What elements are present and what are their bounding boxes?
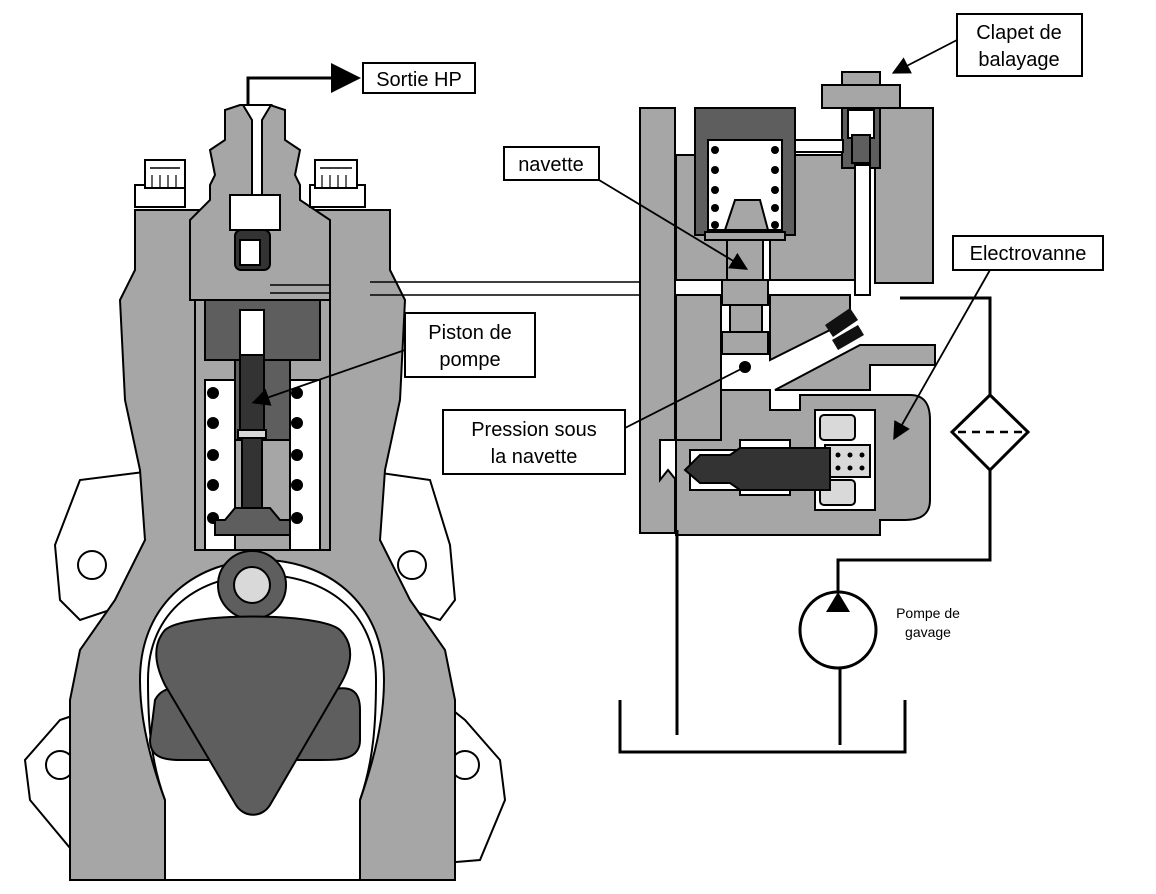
label-piston-line2: pompe [439,349,500,371]
cam [155,615,352,816]
upper-right-block [874,107,934,284]
label-electrovanne: Electrovanne [970,243,1087,265]
label-sortie-hp: Sortie HP [376,69,462,91]
mid-left-block [675,294,722,441]
mount-hole-mid-left [77,550,107,580]
delivery-valve-chamber [229,194,281,231]
label-box-pression [442,409,626,475]
shuttle-spring [711,146,779,229]
piston-collar [237,429,267,439]
check-valve-seat-2 [832,325,864,350]
return-port [659,439,677,483]
shuttle-head [723,199,770,231]
label-pompe-gavage-line2: gavage [905,624,951,640]
pump-piston-upper [239,354,265,431]
pressure-chamber [239,309,265,356]
solenoid-needle [683,447,831,491]
label-pression-line2: la navette [491,446,578,468]
coil-upper [819,414,856,441]
tank-icon [618,700,907,754]
feed-pump-arrow-icon [826,592,850,612]
clapet-drain [854,164,871,296]
leader-electrovanne [893,269,991,441]
shuttle-valve-block [639,107,936,536]
shuttle-flange [704,231,786,241]
injection-pump [23,104,507,881]
scavenging-valve [794,71,901,296]
leader-pression [624,366,746,429]
leader-navette [598,179,749,270]
armature-spring [835,452,865,471]
hydraulic-schematic [618,296,1031,754]
delivery-valve-spring [239,239,261,266]
left-nut [134,159,186,208]
right-nut [309,159,366,208]
label-piston-line1: Piston de [428,322,511,344]
spring-cavity-right [289,379,321,551]
clapet-spring [847,109,875,139]
fuel-gallery [270,284,331,294]
feed-line-upper [900,296,992,395]
label-box-clapet [956,13,1083,77]
label-pompe-gavage-line1: Pompe de [896,605,960,621]
label-box-piston [404,312,536,378]
mount-hole-mid-right [397,550,427,580]
leader-piston [251,349,406,406]
shuttle-land-2 [721,331,769,355]
clapet-passage [794,139,844,153]
check-valve-seat-1 [825,308,858,337]
mid-right-block [774,344,936,391]
label-clapet-line2: balayage [978,49,1059,71]
hp-outlet-arrow [246,63,361,105]
label-box-navette [503,146,600,181]
feed-line-lower [836,470,992,592]
pump-piston-lower [241,437,263,509]
label-clapet-line1: Clapet de [976,22,1062,44]
label-box-electrovanne [952,235,1104,271]
shuttle-neck [729,304,763,336]
label-navette: navette [518,154,584,176]
clapet-nut-top [841,71,881,86]
leader-clapet [891,39,958,74]
shuttle-land-1 [721,279,769,306]
armature-spring-chamber [824,444,871,478]
left-wall [639,107,676,534]
connecting-line [370,281,640,296]
clapet-nut-base [821,84,901,109]
clapet-poppet [851,134,871,164]
return-spring [207,387,303,524]
label-pression-line1: Pression sous [471,419,597,441]
label-box-sortie-hp [362,62,476,94]
roller-pin [233,566,271,604]
spring-seat [214,507,291,536]
